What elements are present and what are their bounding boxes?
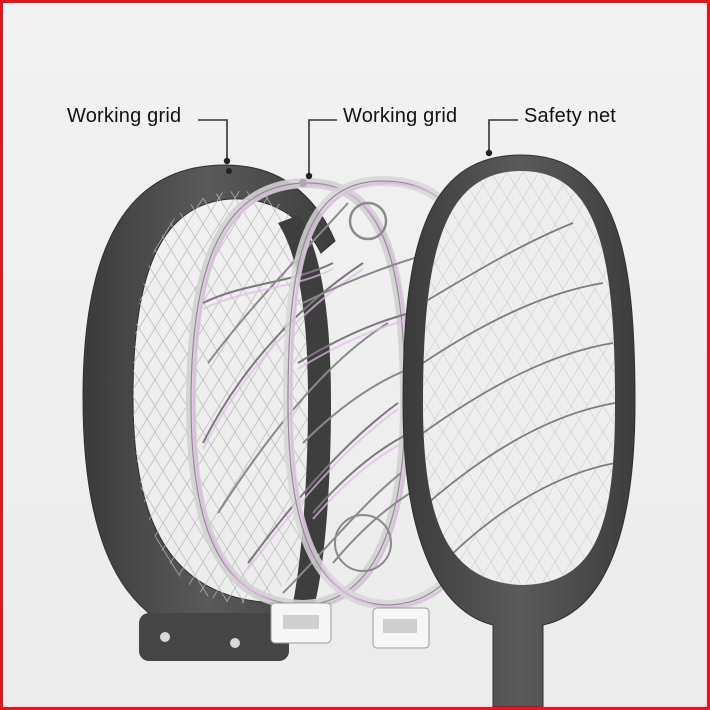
racket-illustration	[82, 119, 636, 707]
label-working-grid-left: Working grid	[67, 105, 182, 127]
working-grid-icon	[185, 177, 411, 644]
safety-net-icon	[402, 154, 636, 707]
racket-frame-icon	[82, 164, 336, 661]
leader-lines	[198, 119, 518, 174]
label-working-grid-middle: Working grid	[343, 105, 458, 127]
label-safety-net: Safety net	[524, 105, 617, 127]
